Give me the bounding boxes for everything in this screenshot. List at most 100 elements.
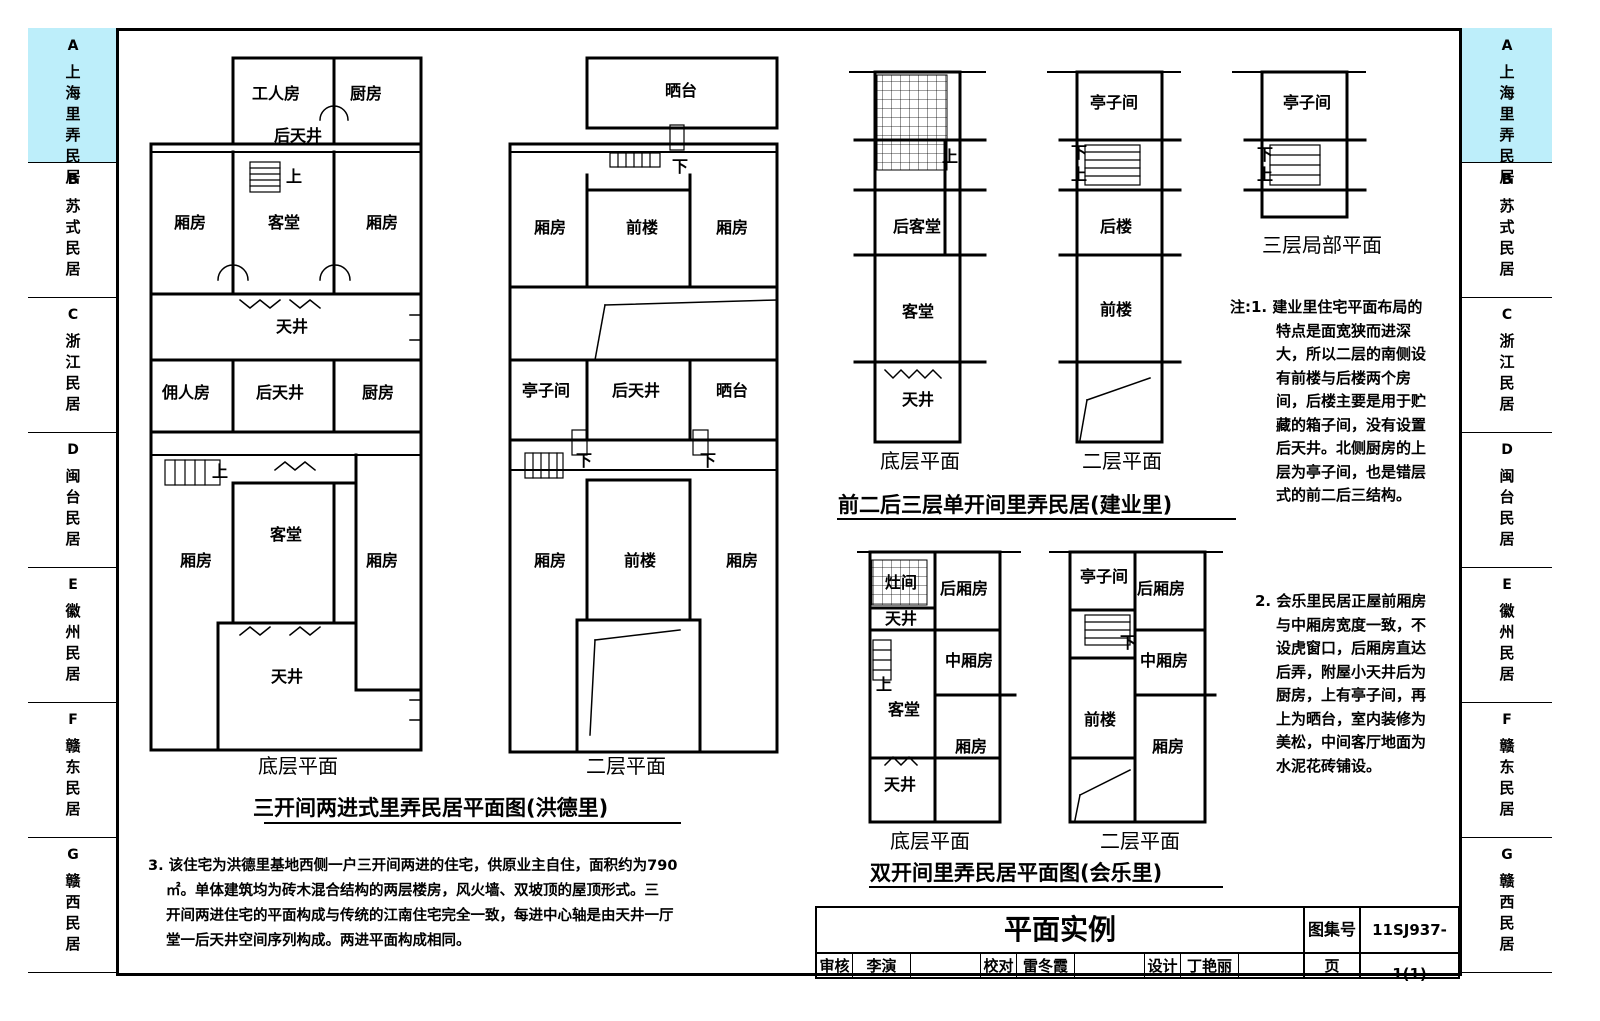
caption-huile-ground: 底层平面 <box>890 829 970 853</box>
label-jianye-third-tingzijian: 亭子间 <box>1283 93 1331 112</box>
label-hongde-up-xiangfang-l: 厢房 <box>534 218 566 237</box>
label-hongde-up-tingzijian: 亭子间 <box>522 381 570 400</box>
label-huile-zhongxiangfang2: 中厢房 <box>1140 651 1188 670</box>
check-name: 雷冬霞 <box>1017 954 1075 979</box>
label-hongde-up2: 上 <box>212 462 228 481</box>
label-hongde-houtianjing2: 后天井 <box>256 383 304 402</box>
caption-hongde-upper: 二层平面 <box>586 754 666 778</box>
review-name: 李演 <box>853 954 911 979</box>
label-hongde-xiangfang-l2: 厢房 <box>180 551 212 570</box>
label-hongde-up-xiangfang-l2: 厢房 <box>534 551 566 570</box>
label-hongde-up: 上 <box>286 167 302 186</box>
label-jianye-down: 下 <box>1071 143 1087 162</box>
label-hongde-up-xiangfang-r: 厢房 <box>716 218 748 237</box>
review-signature <box>911 954 981 979</box>
note-2: 2. 会乐里民居正屋前厢房 与中厢房宽度一致，不 设虎窗口，后厢房直达 后弄，附… <box>1255 592 1427 775</box>
jianye-ground-plan <box>849 70 987 444</box>
label-jianye-tianjing: 天井 <box>902 390 934 409</box>
huile-second-plan <box>1049 550 1223 824</box>
design-name: 丁艳丽 <box>1181 954 1239 979</box>
label-hongde-xiangfang-r: 厢房 <box>366 213 398 232</box>
title-jianye: 前二后三层单开间里弄民居(建业里) <box>838 493 1172 517</box>
label-hongde-houtianjing: 后天井 <box>274 126 322 145</box>
drawing-frame <box>116 28 1462 976</box>
label-jianye-qianlou: 前楼 <box>1100 300 1132 319</box>
review-label: 审核 <box>817 954 853 979</box>
caption-jianye-ground: 底层平面 <box>880 449 960 473</box>
page-label: 页 <box>1305 954 1361 979</box>
label-jianye-houlou: 后楼 <box>1100 217 1132 236</box>
caption-hongde-ground: 底层平面 <box>258 754 338 778</box>
label-jianye-up: 上 <box>942 147 958 166</box>
label-jianye-third-down: 下 <box>1257 145 1273 164</box>
label-jianye-tingzijian: 亭子间 <box>1090 93 1138 112</box>
label-hongde-shaitai: 晒台 <box>665 81 697 100</box>
label-hongde-yongren: 佣人房 <box>161 383 210 402</box>
title-hongde: 三开间两进式里弄民居平面图(洪德里) <box>253 796 608 820</box>
label-huile-up: 上 <box>876 675 892 694</box>
note-1: 注:1. 建业里住宅平面布局的 特点是面宽狭而进深 大，所以二层的南侧设 有前楼… <box>1230 298 1427 504</box>
label-jianye-up2: 上 <box>1071 165 1087 184</box>
label-hongde-gongren: 工人房 <box>252 84 300 103</box>
title-block: 平面实例 图集号 11SJ937-1(1) 审核 李演 校对 雷冬霞 设计 丁艳… <box>815 906 1460 983</box>
check-signature <box>1075 954 1145 979</box>
label-hongde-xiangfang-l: 厢房 <box>174 213 206 232</box>
label-huile-tianjing-s: 天井 <box>885 609 917 628</box>
label-jianye-ketang: 客堂 <box>902 302 934 321</box>
label-hongde-tianjing: 天井 <box>276 317 308 336</box>
label-huile-tianjing: 天井 <box>884 775 916 794</box>
label-hongde-chufang2: 厨房 <box>362 383 394 402</box>
label-hongde-up-qianlou2: 前楼 <box>624 551 656 570</box>
label-huile-down: 下 <box>1120 633 1136 652</box>
label-huile-zaojian: 灶间 <box>885 573 917 592</box>
jianye-third-plan <box>1232 70 1367 219</box>
design-label: 设计 <box>1145 954 1181 979</box>
label-jianye-houketang: 后客堂 <box>893 217 941 236</box>
label-huile-houxiangfang: 后厢房 <box>940 579 988 598</box>
label-huile-xiangfang: 厢房 <box>955 737 987 756</box>
label-hongde-ketang2: 客堂 <box>270 525 302 544</box>
hongde-upper-plan <box>508 56 779 754</box>
atlas-label: 图集号 <box>1305 908 1361 954</box>
label-huile-tingzijian: 亭子间 <box>1080 567 1128 586</box>
jianye-second-plan <box>1047 70 1182 444</box>
label-hongde-tianjing2: 天井 <box>271 667 303 686</box>
label-hongde-up-qianlou: 前楼 <box>626 218 658 237</box>
label-hongde-up-shaitai2: 晒台 <box>716 381 748 400</box>
check-label: 校对 <box>981 954 1017 979</box>
page-number <box>1361 954 1458 979</box>
caption-jianye-second: 二层平面 <box>1082 449 1162 473</box>
label-hongde-up-xiangfang-r2: 厢房 <box>726 551 758 570</box>
label-huile-zhongxiangfang: 中厢房 <box>945 651 993 670</box>
caption-jianye-third: 三层局部平面 <box>1262 233 1382 257</box>
label-huile-xiangfang2: 厢房 <box>1152 737 1184 756</box>
label-hongde-xiangfang-r2: 厢房 <box>366 551 398 570</box>
label-hongde-down2: 下 <box>576 451 592 470</box>
sheet-title: 平面实例 <box>817 908 1305 954</box>
design-signature <box>1239 954 1305 979</box>
title-huile: 双开间里弄民居平面图(会乐里) <box>870 861 1162 885</box>
label-hongde-down3: 下 <box>700 451 716 470</box>
note-3: 3. 该住宅为洪德里基地西侧一户三开间两进的住宅，供原业主自住，面积约为790 … <box>148 858 678 949</box>
caption-huile-second: 二层平面 <box>1100 829 1180 853</box>
atlas-number: 11SJ937-1(1) <box>1361 908 1458 983</box>
label-huile-ketang: 客堂 <box>888 700 920 719</box>
huile-ground-plan <box>857 550 1021 824</box>
label-hongde-ketang: 客堂 <box>268 213 300 232</box>
label-jianye-third-up: 上 <box>1257 165 1273 184</box>
